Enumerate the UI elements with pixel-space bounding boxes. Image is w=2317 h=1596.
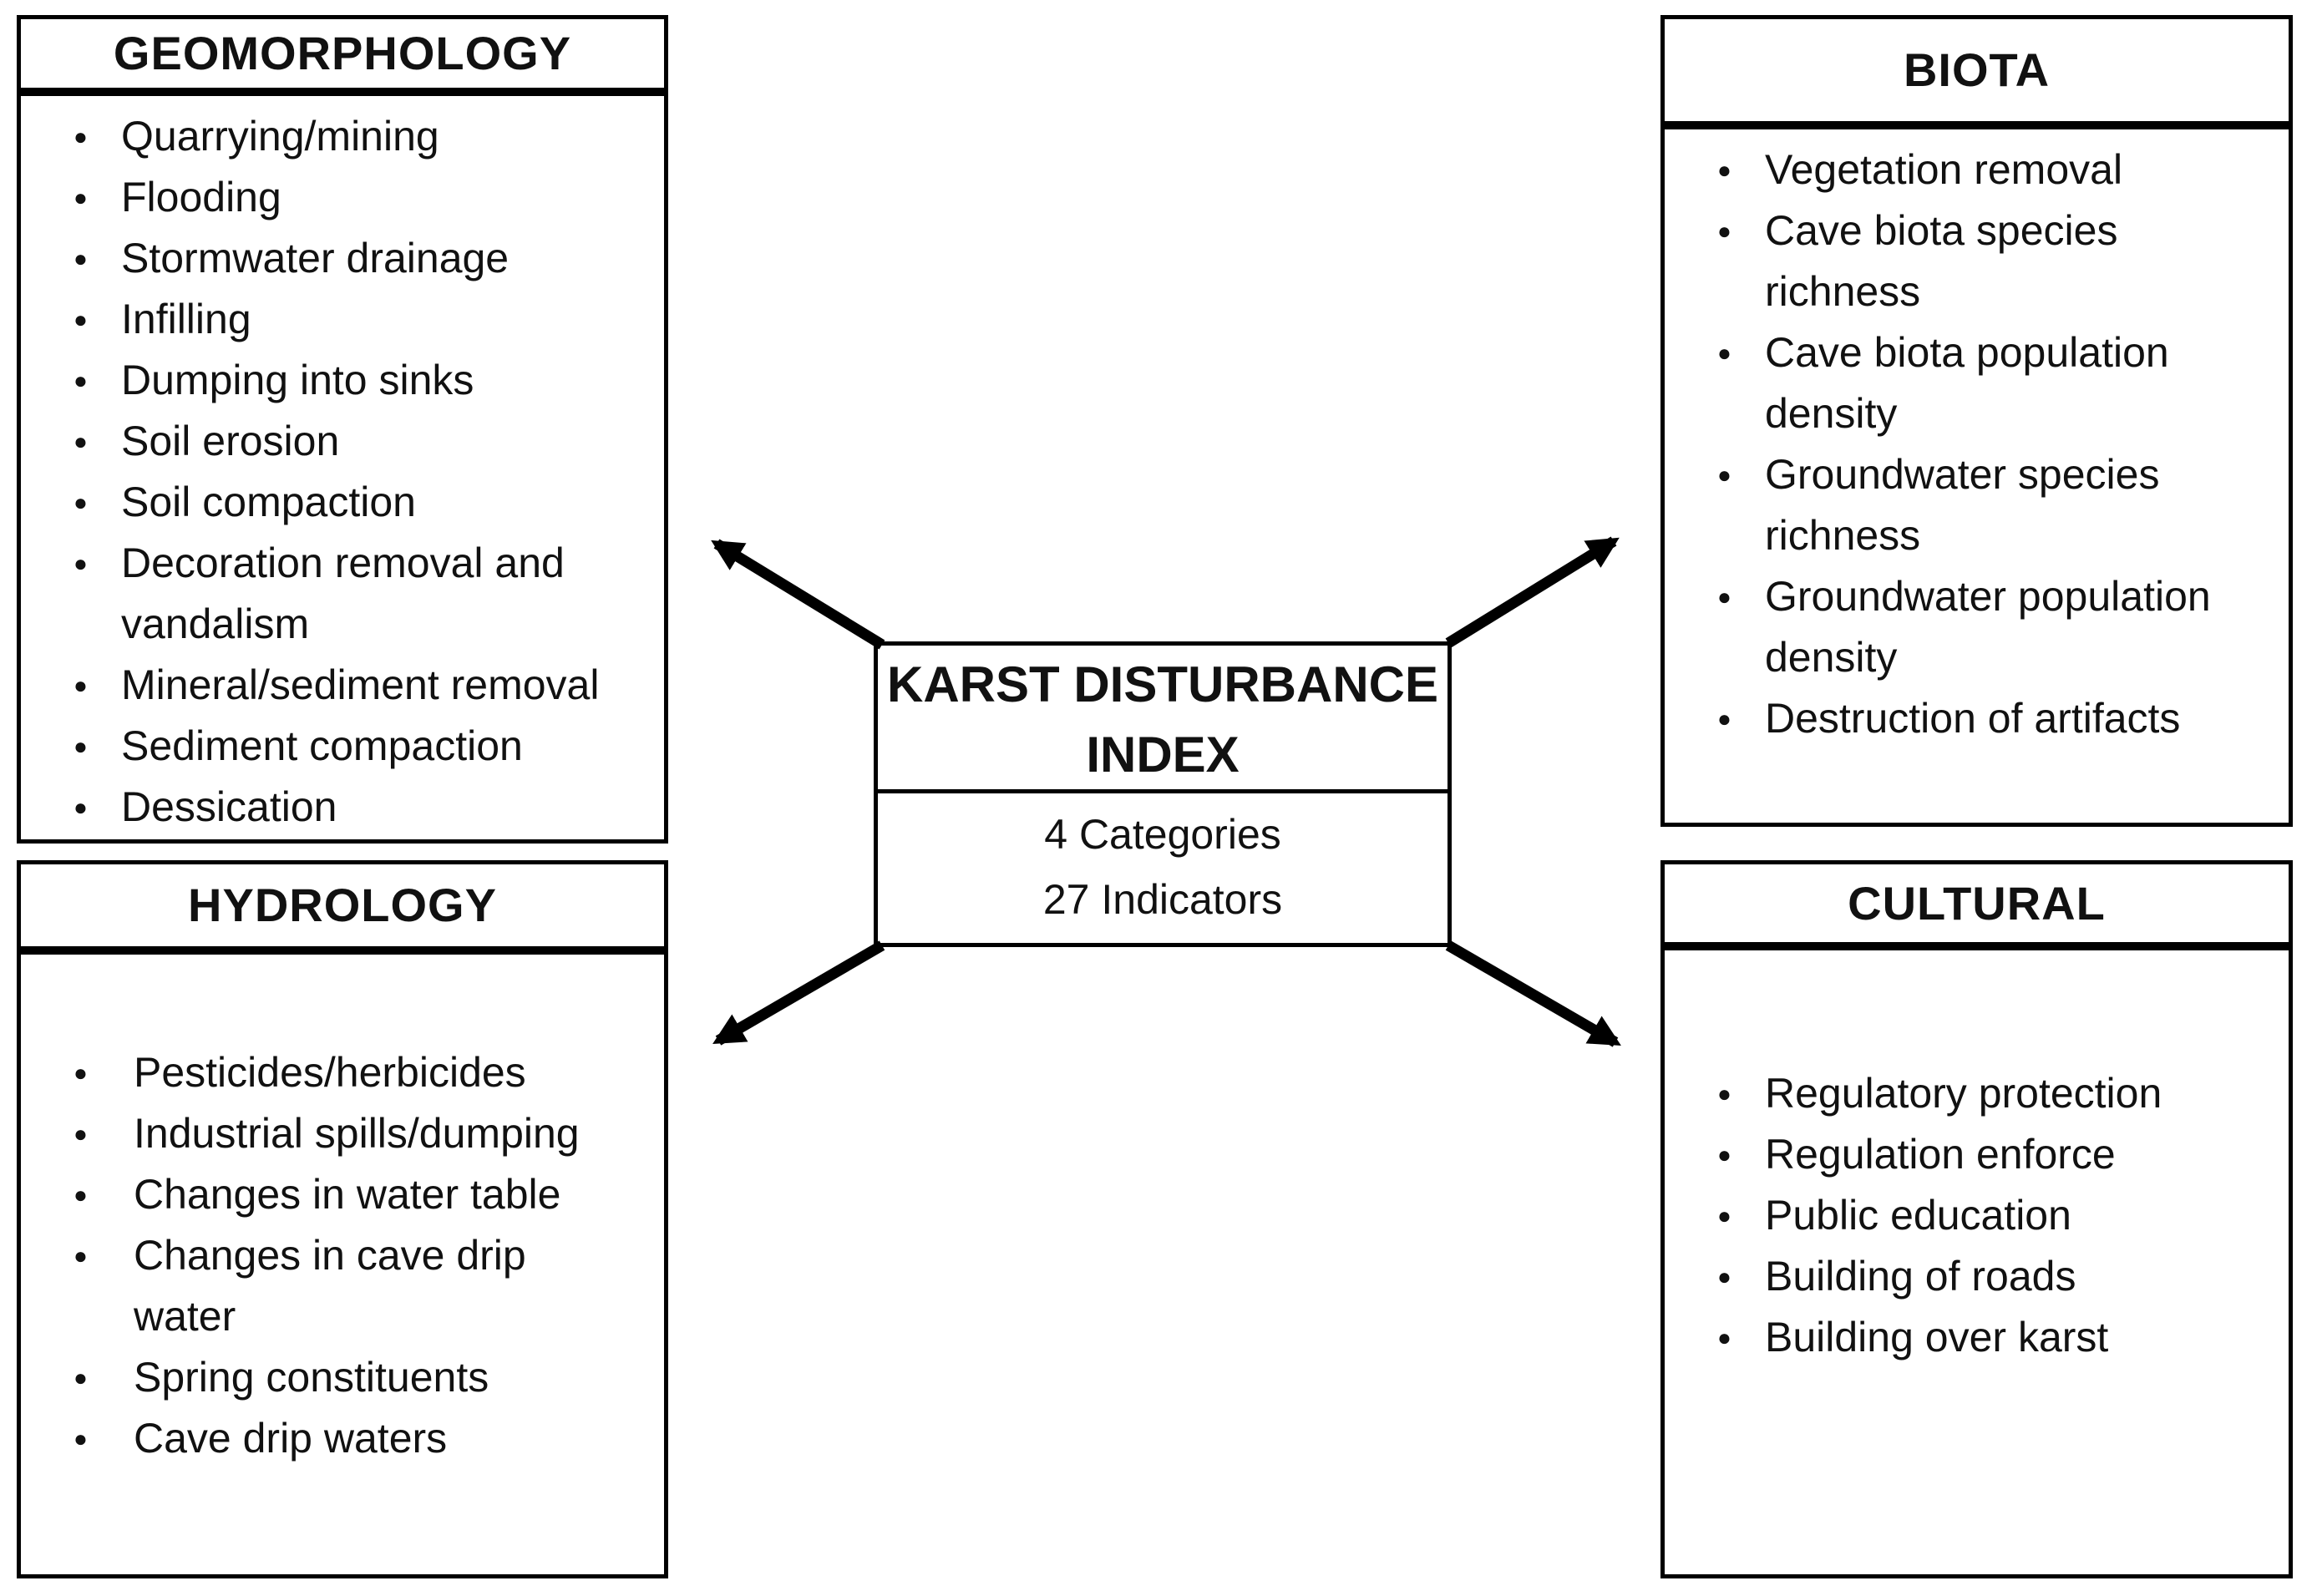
category-list-cultural: Regulatory protectionRegulation enforceP… bbox=[1665, 950, 2289, 1368]
category-list-geomorphology: Quarrying/miningFloodingStormwater drain… bbox=[21, 96, 664, 838]
category-list-biota: Vegetation removalCave biota species ric… bbox=[1665, 129, 2289, 749]
list-item: Destruction of artifacts bbox=[1711, 688, 2264, 749]
list-item: Groundwater population density bbox=[1711, 566, 2264, 688]
list-item: Vegetation removal bbox=[1711, 139, 2264, 200]
list-item: Changes in water table bbox=[67, 1164, 626, 1225]
arrow-to-hydrology bbox=[712, 940, 885, 1046]
category-list-hydrology: Pesticides/herbicidesIndustrial spills/d… bbox=[21, 955, 664, 1469]
list-item: Dumping into sinks bbox=[67, 350, 639, 411]
list-item: Regulation enforce bbox=[1711, 1124, 2264, 1185]
category-title-geomorphology: GEOMORPHOLOGY bbox=[21, 19, 664, 96]
center-title-line2: INDEX bbox=[1086, 727, 1240, 783]
category-box-geomorphology: GEOMORPHOLOGY Quarrying/miningFloodingSt… bbox=[17, 15, 668, 844]
list-item: Public education bbox=[1711, 1185, 2264, 1246]
list-item: Cave biota species richness bbox=[1711, 200, 2264, 322]
list-item: Mineral/sediment removal bbox=[67, 655, 639, 716]
list-item: Regulatory protection bbox=[1711, 1063, 2264, 1124]
center-subtitle-line1: 4 Categories bbox=[1044, 811, 1281, 858]
list-item: Industrial spills/dumping bbox=[67, 1103, 626, 1164]
list-item: Pesticides/herbicides bbox=[67, 1042, 626, 1103]
list-item: Cave drip waters bbox=[67, 1408, 626, 1469]
list-item: Decoration removal and vandalism bbox=[67, 533, 639, 655]
list-item: Stormwater drainage bbox=[67, 228, 639, 289]
list-item: Spring constituents bbox=[67, 1347, 626, 1408]
category-box-hydrology: HYDROLOGY Pesticides/herbicidesIndustria… bbox=[17, 860, 668, 1578]
list-item: Soil erosion bbox=[67, 411, 639, 472]
category-title-biota: BIOTA bbox=[1665, 19, 2289, 129]
list-item: Changes in cave drip water bbox=[67, 1225, 626, 1347]
category-box-cultural: CULTURAL Regulatory protectionRegulation… bbox=[1660, 860, 2293, 1578]
list-item: Infilling bbox=[67, 289, 639, 350]
category-box-biota: BIOTA Vegetation removalCave biota speci… bbox=[1660, 15, 2293, 827]
list-item: Soil compaction bbox=[67, 472, 639, 533]
list-item: Flooding bbox=[67, 167, 639, 228]
list-item: Building of roads bbox=[1711, 1246, 2264, 1307]
list-item: Cave biota population density bbox=[1711, 322, 2264, 444]
center-title-line1: KARST DISTURBANCE bbox=[887, 656, 1438, 712]
arrow-to-biota bbox=[1445, 536, 1620, 648]
list-item: Groundwater species richness bbox=[1711, 444, 2264, 566]
center-subtitle: 4 Categories 27 Indicators bbox=[878, 793, 1447, 932]
center-box: KARST DISTURBANCE INDEX 4 Categories 27 … bbox=[874, 641, 1452, 947]
list-item: Building over karst bbox=[1711, 1307, 2264, 1368]
category-title-cultural: CULTURAL bbox=[1665, 864, 2289, 950]
list-item: Quarrying/mining bbox=[67, 106, 639, 167]
center-title: KARST DISTURBANCE INDEX bbox=[878, 646, 1447, 793]
arrow-to-geomorphology bbox=[711, 539, 885, 650]
arrow-to-cultural bbox=[1445, 940, 1621, 1047]
list-item: Sediment compaction bbox=[67, 716, 639, 777]
category-title-hydrology: HYDROLOGY bbox=[21, 864, 664, 955]
list-item: Dessication bbox=[67, 777, 639, 838]
center-subtitle-line2: 27 Indicators bbox=[1042, 876, 1283, 923]
